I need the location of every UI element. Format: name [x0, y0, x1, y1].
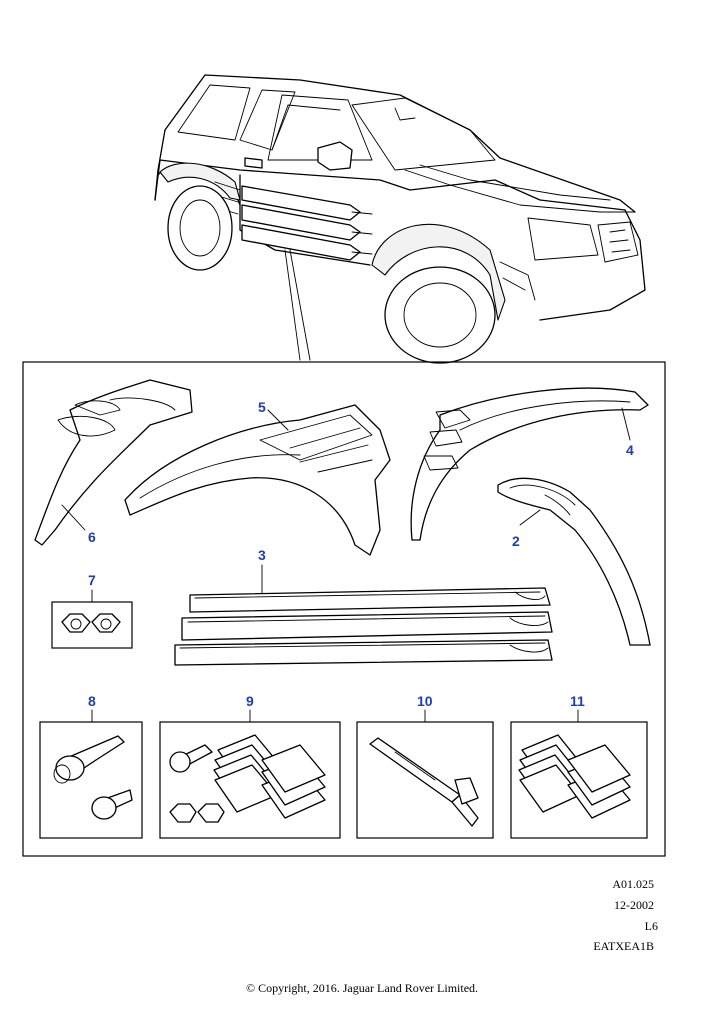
- reference-code: A01.025: [612, 877, 654, 891]
- part-3-side-moulding[interactable]: [174, 587, 553, 666]
- parts-frame: [22, 361, 666, 857]
- part-11-pads[interactable]: [518, 734, 631, 819]
- callout-10[interactable]: 10: [417, 693, 433, 709]
- callout-7[interactable]: 7: [88, 572, 96, 588]
- part-9-fixings[interactable]: [169, 734, 326, 823]
- reference-date: 12-2002: [614, 898, 654, 912]
- callout-8[interactable]: 8: [88, 693, 96, 709]
- part-2-wheel-arch[interactable]: [497, 477, 651, 646]
- callout-11[interactable]: 11: [570, 693, 585, 709]
- part-8-frame: [39, 721, 143, 839]
- callout-3[interactable]: 3: [258, 547, 266, 563]
- callout-5[interactable]: 5: [258, 399, 266, 415]
- callout-2[interactable]: 2: [512, 533, 520, 549]
- part-10-touch-up-pen[interactable]: [369, 737, 479, 827]
- copyright-notice: © Copyright, 2016. Jaguar Land Rover Lim…: [245, 981, 479, 995]
- callout-6[interactable]: 6: [88, 529, 96, 545]
- part-7-clips[interactable]: [61, 613, 121, 633]
- vehicle-illustration: [154, 74, 646, 364]
- callout-4[interactable]: 4: [626, 442, 634, 458]
- part-4-wheel-arch[interactable]: [410, 387, 649, 541]
- part-6-wheel-arch[interactable]: [34, 379, 193, 546]
- reference-level: L6: [644, 919, 658, 933]
- reference-id: EATXEA1B: [593, 939, 654, 953]
- part-8-fixings[interactable]: [53, 735, 133, 820]
- callout-9[interactable]: 9: [246, 693, 254, 709]
- part-11-frame: [510, 721, 648, 839]
- part-5-wheel-arch[interactable]: [124, 404, 391, 556]
